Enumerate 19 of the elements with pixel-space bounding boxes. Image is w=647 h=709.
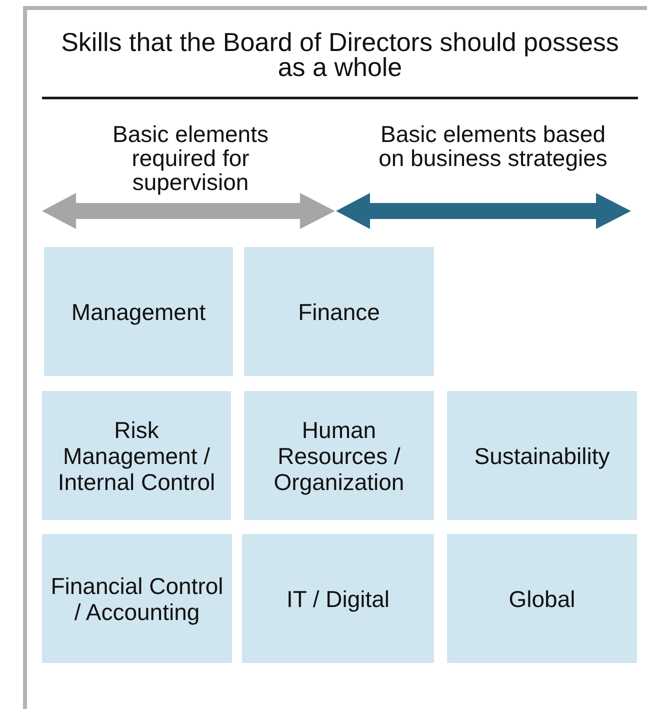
skill-box: [42, 391, 231, 520]
skill-label: Financial Control / Accounting: [50, 572, 224, 624]
skill-label: Sustainability: [473, 442, 611, 468]
skill-label: Risk Management / Internal Control: [56, 416, 216, 494]
skill-box: [447, 534, 637, 663]
skill-label: Human Resources / Organization: [272, 416, 406, 494]
skill-box: [42, 534, 232, 663]
skill-box: [244, 247, 434, 376]
category-label: Basic elements required for supervision: [112, 122, 270, 194]
skill-box: [44, 247, 233, 376]
skill-label: IT / Digital: [285, 586, 391, 612]
title: Skills that the Board of Directors should possess as a whole: [60, 30, 620, 80]
category-label: Basic elements based on business strategies: [378, 122, 608, 170]
skill-label: Management: [70, 298, 207, 324]
skill-box: [244, 391, 434, 520]
skill-box: [447, 391, 637, 520]
skill-box: [242, 534, 434, 663]
skill-label: Finance: [297, 298, 381, 324]
skill-label: Global: [508, 586, 576, 612]
